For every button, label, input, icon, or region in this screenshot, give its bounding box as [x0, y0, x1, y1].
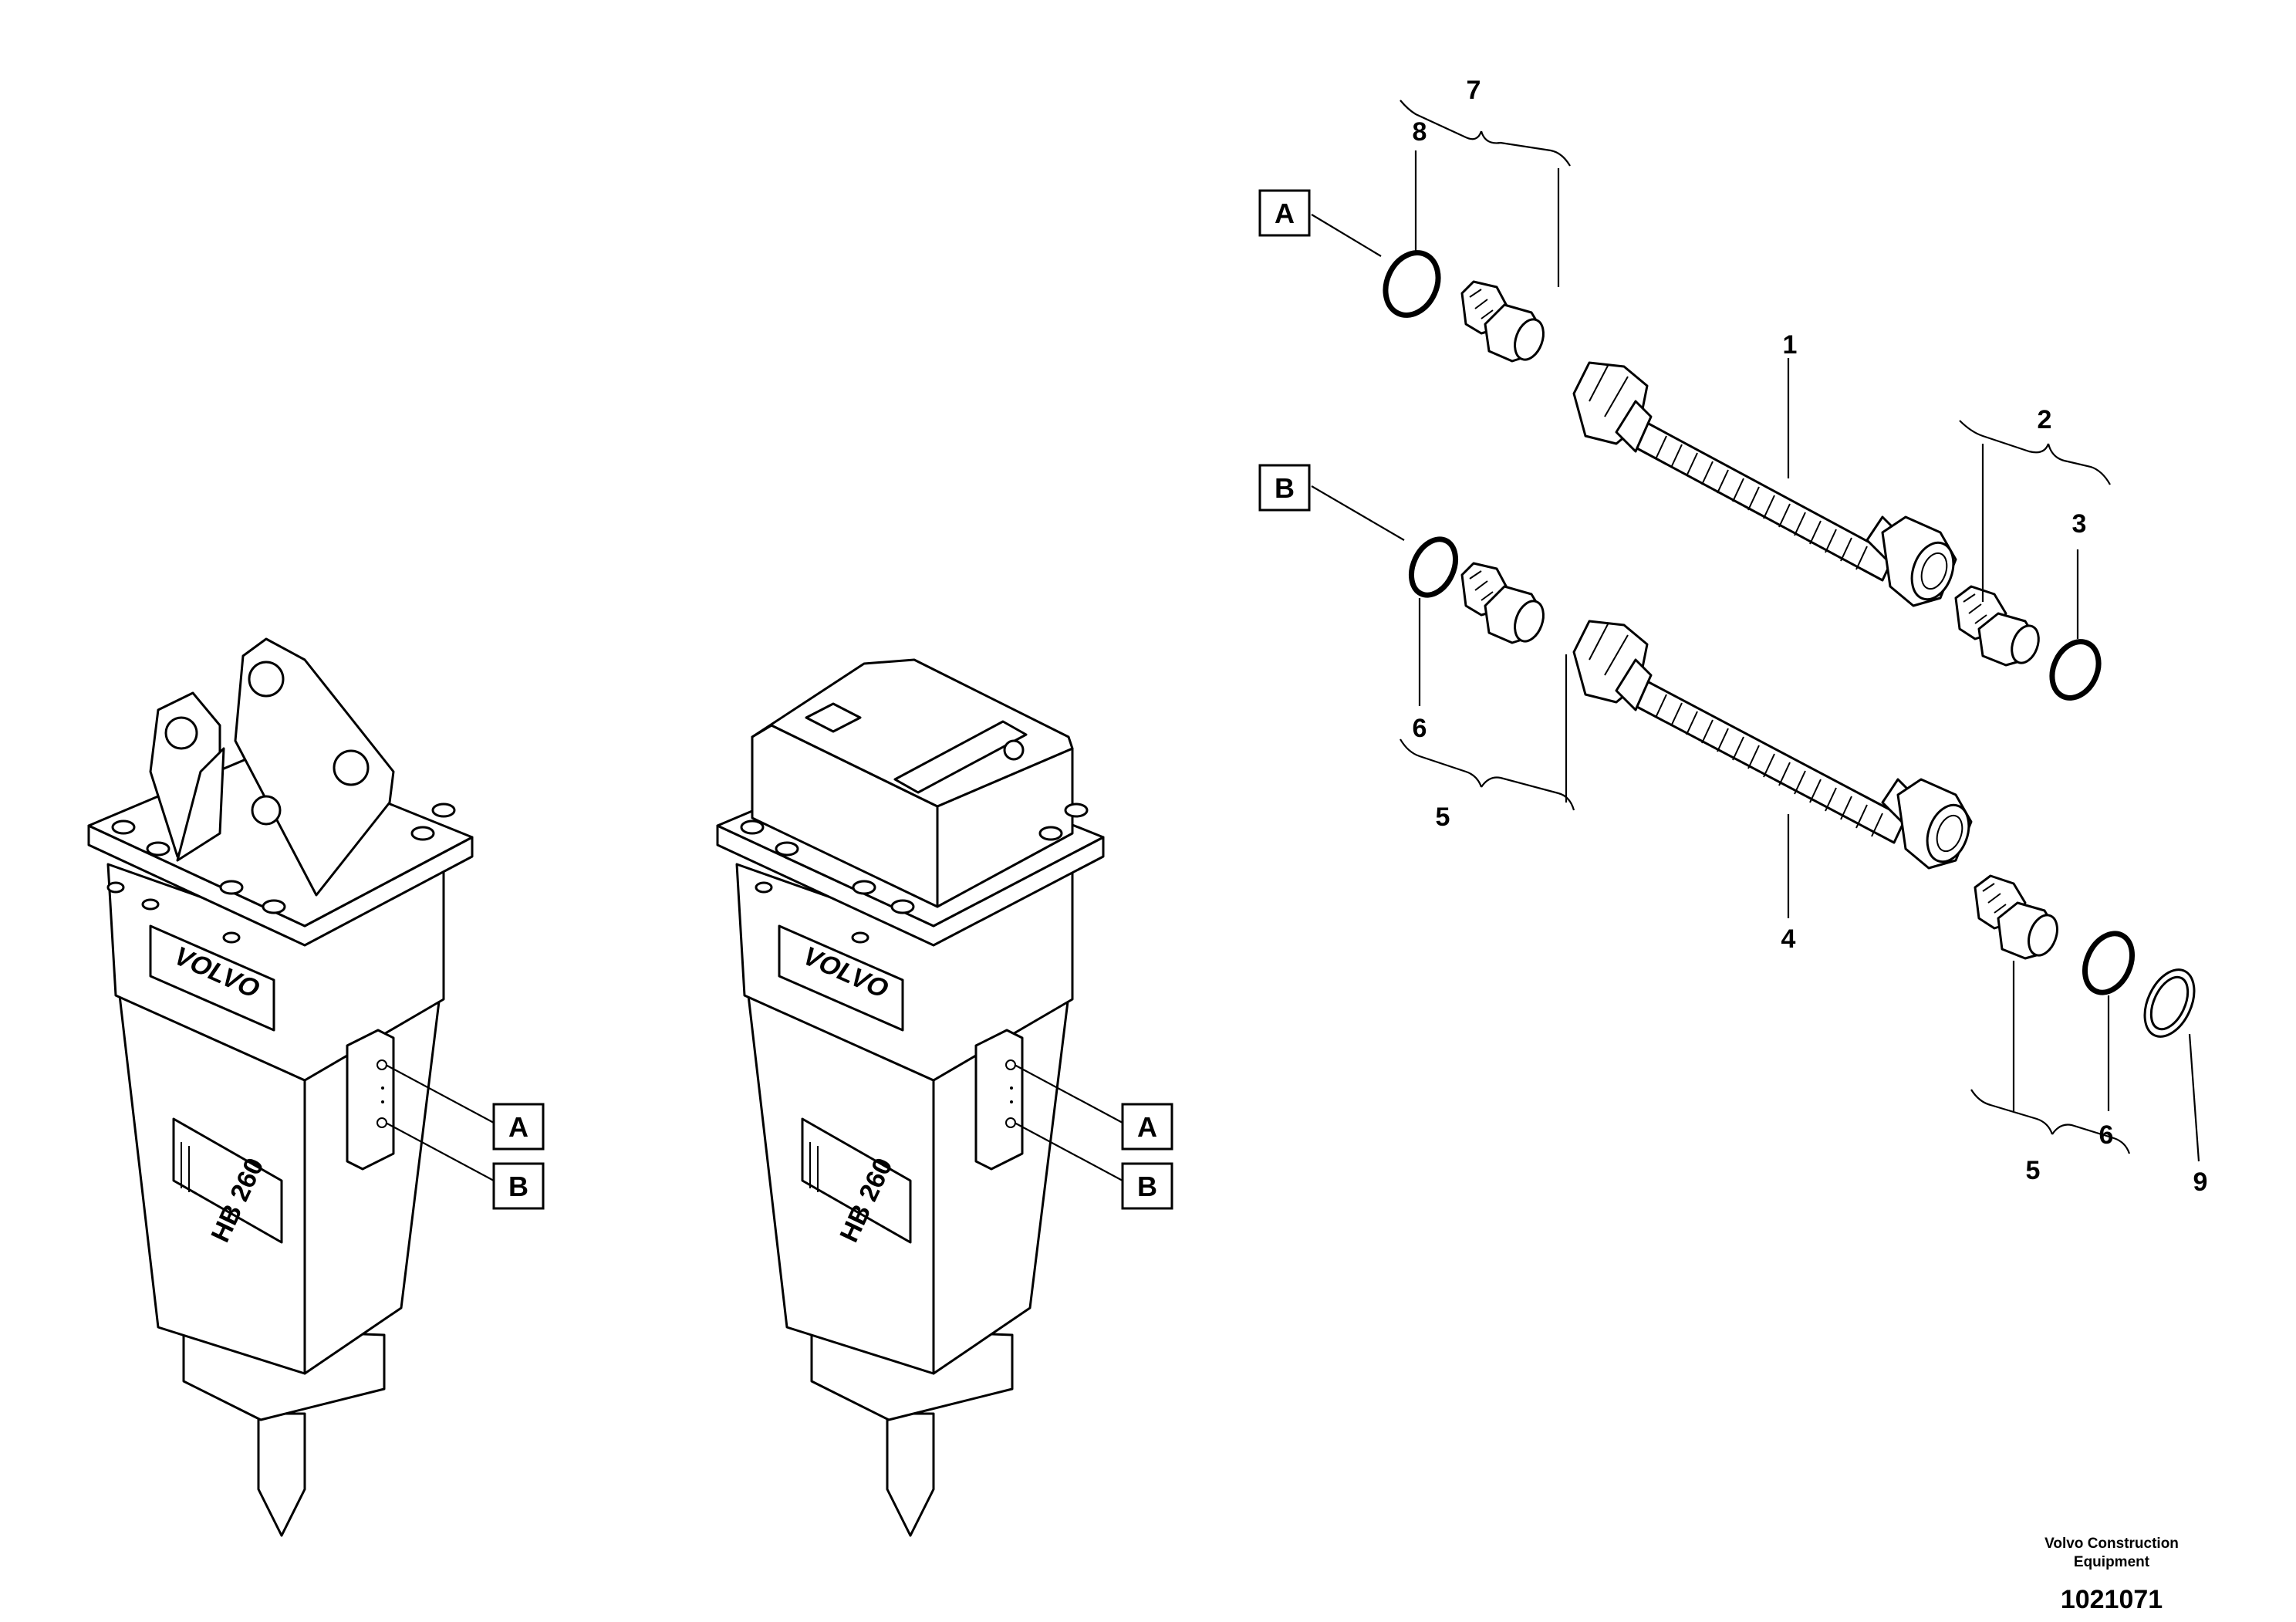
callout-5-lower: 5: [2026, 1156, 2041, 1185]
callout-2: 2: [2038, 405, 2052, 434]
cover-box: [751, 658, 1074, 908]
drawing-number: 1021071: [2061, 1585, 2163, 1614]
callout-6-lower: 6: [2099, 1120, 2114, 1150]
port-label-b-top: B: [1258, 464, 1311, 512]
callout-8: 8: [1413, 117, 1427, 147]
callout-3: 3: [2072, 509, 2087, 539]
svg-text:B: B: [1275, 472, 1295, 504]
mounting-bracket: [149, 637, 395, 897]
callout-6-upper: 6: [1413, 714, 1427, 743]
port-label-a-mid: A: [1121, 1103, 1173, 1151]
port-label-b-mid: B: [1121, 1162, 1173, 1210]
port-label-b-left: B: [492, 1162, 545, 1210]
callout-4: 4: [1781, 924, 1796, 954]
adapter-2: [1954, 585, 2040, 667]
hose-1: [1572, 361, 1957, 607]
svg-text:A: A: [508, 1111, 528, 1143]
washer-9: [2143, 968, 2196, 1038]
hose-4: [1572, 620, 1973, 870]
adapter-5-upper: [1460, 562, 1545, 644]
bolts-left: [106, 803, 456, 944]
adapter-7: [1460, 280, 1545, 363]
chisel-tool-mid: [886, 1412, 935, 1537]
chisel-tool-left: [257, 1412, 306, 1537]
footer-block: Volvo Construction Equipment 1021071: [2044, 1536, 2179, 1614]
callout-5-upper: 5: [1436, 803, 1450, 832]
port-block-mid: [974, 1029, 1024, 1171]
callout-1: 1: [1783, 330, 1798, 360]
svg-text:A: A: [1137, 1111, 1157, 1143]
leader-lines: [1311, 100, 2200, 1162]
port-label-a-left: A: [492, 1103, 545, 1151]
svg-text:B: B: [1137, 1171, 1157, 1202]
o-ring-8: [1383, 250, 1441, 318]
breaker-with-box-top: VOLVO HB 260: [716, 658, 1123, 1537]
port-label-a-top: A: [1258, 189, 1311, 237]
adapter-5-lower: [1974, 874, 2058, 960]
o-ring-3: [2049, 639, 2102, 701]
company-name-line1: Volvo Construction: [2044, 1536, 2179, 1552]
breaker-with-bracket: VOLVO HB 260: [87, 637, 495, 1537]
svg-text:A: A: [1275, 198, 1295, 229]
model-plate-left: HB 260: [172, 1117, 283, 1247]
bolts-mid: [740, 803, 1089, 944]
callout-numbers: 7 8 1 2 3 6 5 4 6 5 9: [1413, 76, 2208, 1197]
hose-1-coils: [1655, 435, 1868, 570]
company-name-line2: Equipment: [2074, 1554, 2150, 1570]
port-block-left: [346, 1029, 395, 1171]
svg-text:B: B: [508, 1171, 528, 1202]
hose-4-coils: [1655, 694, 1883, 837]
o-ring-6-upper: [1408, 536, 1459, 598]
callout-7: 7: [1467, 76, 1481, 105]
o-ring-6-lower: [2082, 931, 2135, 995]
callout-9: 9: [2193, 1168, 2208, 1197]
